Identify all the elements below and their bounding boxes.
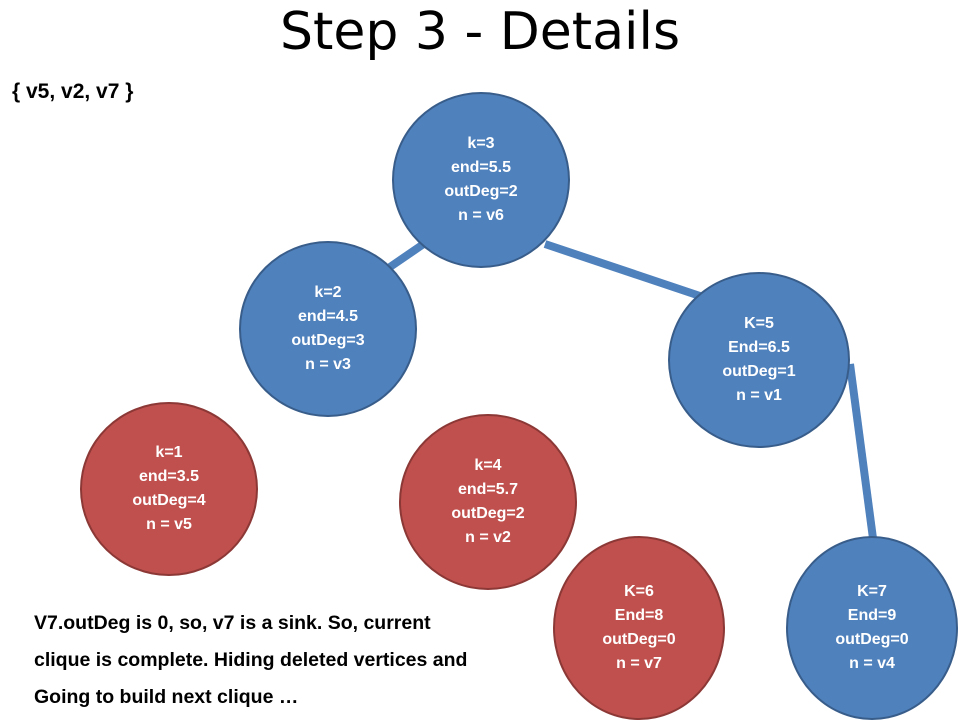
node-v2-n: n = v2 — [465, 529, 511, 546]
node-v7-end: End=8 — [614, 607, 664, 624]
description-text: V7.outDeg is 0, so, v7 is a sink. So, cu… — [34, 605, 564, 716]
description-line: clique is complete. Hiding deleted verti… — [34, 649, 468, 671]
node-v7-n: n = v7 — [616, 655, 662, 672]
node-v4-k: K=7 — [857, 583, 887, 600]
description-line: Going to build next clique … — [34, 686, 299, 708]
node-v6-end: end=5.5 — [450, 159, 512, 176]
edge-v3-v6 — [387, 239, 428, 271]
node-v3-outdeg: outDeg=3 — [291, 332, 365, 349]
node-v5[interactable]: k=1 end=3.5 outDeg=4 n = v5 — [80, 402, 258, 576]
node-v6-n: n = v6 — [458, 207, 504, 224]
node-v3-end: end=4.5 — [297, 308, 359, 325]
node-v6-k: k=3 — [467, 135, 495, 152]
node-v3-n: n = v3 — [305, 356, 351, 373]
node-v6[interactable]: k=3 end=5.5 outDeg=2 n = v6 — [392, 92, 570, 268]
node-v1[interactable]: K=5 End=6.5 outDeg=1 n = v1 — [668, 272, 850, 448]
node-v7[interactable]: K=6 End=8 outDeg=0 n = v7 — [553, 536, 725, 720]
node-v5-k: k=1 — [155, 444, 183, 461]
description-line: V7.outDeg is 0, so, v7 is a sink. So, cu… — [34, 612, 431, 634]
slide-title: Step 3 - Details — [279, 2, 681, 62]
node-v1-outdeg: outDeg=1 — [722, 363, 796, 380]
node-v2-k: k=4 — [474, 457, 502, 474]
node-v6-outdeg: outDeg=2 — [444, 183, 518, 200]
node-v2-end: end=5.7 — [457, 481, 519, 498]
node-v1-n: n = v1 — [736, 387, 782, 404]
clique-set-label: { v5, v2, v7 } — [12, 80, 134, 103]
node-v3[interactable]: k=2 end=4.5 outDeg=3 n = v3 — [239, 241, 417, 417]
node-v5-n: n = v5 — [146, 516, 192, 533]
node-v4-n: n = v4 — [849, 655, 895, 672]
node-v4-end: End=9 — [847, 607, 897, 624]
node-v1-end: End=6.5 — [728, 339, 790, 356]
node-v4-outdeg: outDeg=0 — [835, 631, 909, 648]
node-v2-outdeg: outDeg=2 — [451, 505, 525, 522]
node-v7-k: K=6 — [624, 583, 654, 600]
node-v5-end: end=3.5 — [138, 468, 200, 485]
node-v5-outdeg: outDeg=4 — [132, 492, 206, 509]
edge-v1-v4 — [846, 363, 878, 547]
node-v1-k: K=5 — [744, 315, 774, 332]
node-v4[interactable]: K=7 End=9 outDeg=0 n = v4 — [786, 536, 958, 720]
node-v7-outdeg: outDeg=0 — [602, 631, 676, 648]
node-v2[interactable]: k=4 end=5.7 outDeg=2 n = v2 — [399, 414, 577, 590]
node-v3-k: k=2 — [314, 284, 342, 301]
edge-v6-v1 — [543, 240, 702, 300]
